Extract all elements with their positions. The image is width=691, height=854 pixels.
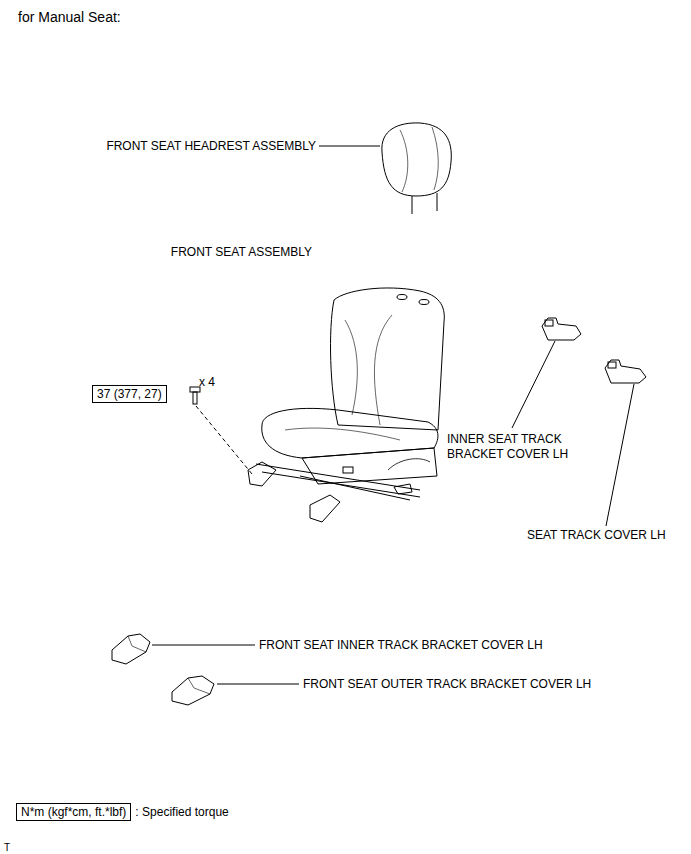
part-label: FRONT SEAT INNER TRACK BRACKET COVER LH: [259, 638, 543, 653]
part-label: SEAT TRACK COVER LH: [527, 528, 666, 543]
torque-value: N*m (kgf*cm, ft.*lbf): [16, 803, 131, 821]
headrest-drawing: [382, 123, 451, 214]
part-label: INNER SEAT TRACK BRACKET COVER LH: [447, 432, 587, 462]
part-label: x 4: [199, 375, 215, 390]
part-label: T: [4, 840, 10, 854]
bolt-drawing: [190, 387, 200, 404]
dashed-leader: [196, 406, 252, 474]
cover-drawing: [542, 318, 581, 340]
leader-line: [606, 384, 634, 526]
seat-drawing: [248, 288, 444, 522]
leader-line: [217, 684, 299, 685]
cover-drawing: [172, 676, 214, 705]
leader-line: [319, 146, 380, 147]
torque-key: N*m (kgf*cm, ft.*lbf) : Specified torque: [16, 803, 230, 821]
leader-line: [512, 341, 555, 428]
part-label: FRONT SEAT HEADREST ASSEMBLY: [106, 139, 316, 154]
part-label: FRONT SEAT OUTER TRACK BRACKET COVER LH: [303, 677, 591, 692]
diagram-title: for Manual Seat:: [18, 8, 121, 26]
torque-value: 37 (377, 27): [92, 385, 167, 403]
cover-drawing: [605, 360, 646, 383]
torque-box: 37 (377, 27): [92, 385, 168, 403]
part-label: FRONT SEAT ASSEMBLY: [171, 245, 312, 260]
key-text: : Specified torque: [135, 805, 228, 819]
cover-drawing: [112, 634, 150, 664]
leader-line: [152, 645, 255, 646]
